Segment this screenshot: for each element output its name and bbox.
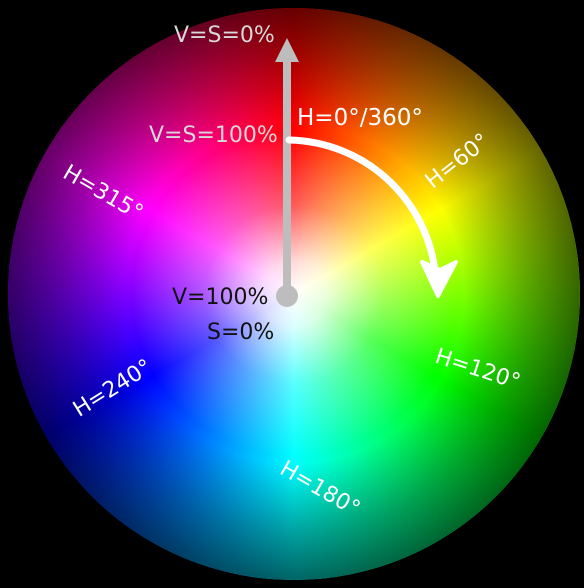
label-v-s-full: V=S=100% <box>149 123 278 148</box>
center-point <box>276 285 298 307</box>
label-center-saturation: S=0% <box>207 320 275 345</box>
value-axis-arrowhead <box>275 38 299 62</box>
label-v-s-zero: V=S=0% <box>174 23 275 48</box>
hue-direction-arrowhead <box>420 260 458 298</box>
label-center-value: V=100% <box>172 285 269 310</box>
label-hue-0-360: H=0°/360° <box>297 105 423 131</box>
hue-direction-arc <box>285 136 440 286</box>
